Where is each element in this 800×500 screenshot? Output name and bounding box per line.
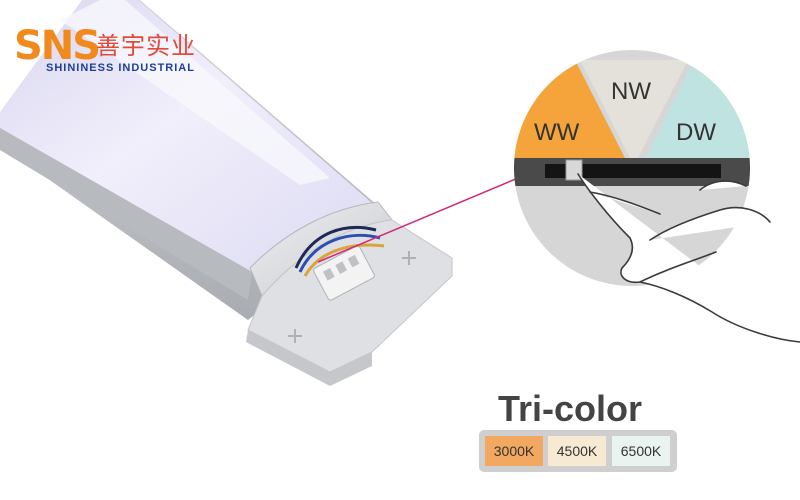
wedge-label-ww: WW	[534, 119, 580, 146]
wire-blue	[298, 233, 381, 273]
wedge-label-dw: DW	[676, 119, 716, 146]
logo-chinese-name: 善宇实业	[96, 32, 196, 60]
wire-dark	[294, 225, 377, 269]
logo-mark-text: SNS	[14, 23, 101, 69]
temp-chip-3000k: 3000K	[485, 436, 543, 466]
diffuser-highlight	[60, 0, 330, 185]
callout-line	[317, 177, 519, 263]
housing-edge	[0, 128, 252, 300]
tray-end-plate	[246, 330, 372, 386]
switch-slot	[545, 164, 721, 178]
wire-yellow	[303, 243, 385, 277]
color-temperature-bar: 3000K 4500K 6500K	[479, 430, 677, 472]
led-batten	[0, 0, 453, 386]
wires	[294, 225, 385, 277]
batten-diffuser	[0, 0, 372, 272]
temp-chip-4500k: 4500K	[548, 436, 606, 466]
tray-marks	[288, 251, 416, 343]
terminal-screws	[322, 254, 360, 281]
terminal-block	[313, 245, 375, 301]
wedge-label-nw: NW	[611, 78, 651, 105]
wedge-nw	[580, 60, 688, 158]
hand-outline	[577, 173, 800, 343]
company-logo: SNS 善宇实业 SHININESS INDUSTRIAL	[8, 26, 218, 82]
tri-color-title: Tri-color	[498, 388, 643, 429]
logo-company-name: SHININESS INDUSTRIAL	[46, 62, 195, 74]
temp-chip-6500k: 6500K	[612, 436, 670, 466]
logo-mark: SNS	[14, 23, 101, 69]
terminal-tray	[247, 219, 453, 373]
